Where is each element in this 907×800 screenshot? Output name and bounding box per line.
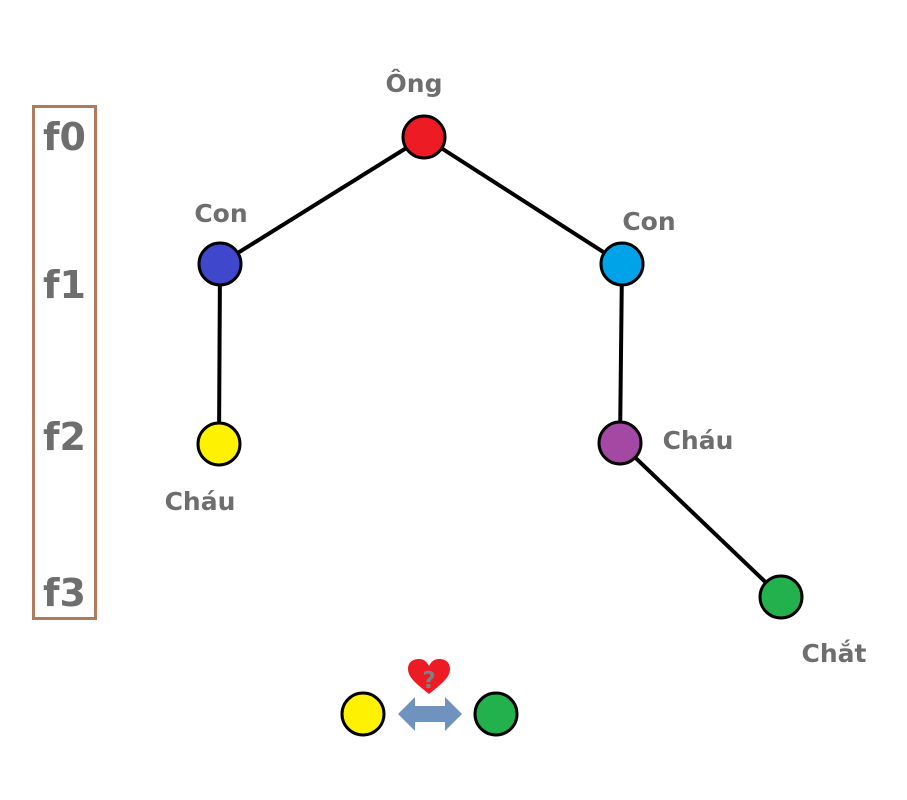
edge-con-right-chau-right — [618, 263, 624, 444]
heart-icon — [408, 659, 450, 694]
generation-label-f2: f2 — [43, 415, 86, 459]
question-mark: ? — [422, 668, 435, 694]
node-chat — [758, 574, 804, 620]
generation-label-f3: f3 — [43, 571, 86, 615]
label-chau-right: Cháu — [663, 426, 734, 455]
relation-left-node — [340, 691, 386, 737]
relation-right-node — [473, 691, 519, 737]
label-con-left: Con — [194, 199, 247, 228]
label-chau-left: Cháu — [165, 487, 236, 516]
generation-box — [32, 105, 97, 620]
generation-label-f0: f0 — [43, 115, 86, 159]
node-chau-left — [196, 421, 242, 467]
edge-ong-con-right — [422, 135, 624, 266]
edge-ong-con-left — [218, 135, 426, 266]
node-chau-right — [597, 420, 643, 466]
edge-con-left-chau-left — [217, 263, 222, 445]
label-con-right: Con — [622, 207, 675, 236]
edge-chau-right-chat — [618, 441, 783, 599]
node-con-left — [197, 241, 243, 287]
label-ong: Ông — [386, 68, 443, 98]
node-con-right — [599, 241, 645, 287]
label-chat: Chắt — [802, 639, 867, 668]
double-arrow-icon — [398, 697, 462, 731]
generation-label-f1: f1 — [43, 263, 86, 307]
node-ong — [401, 114, 447, 160]
